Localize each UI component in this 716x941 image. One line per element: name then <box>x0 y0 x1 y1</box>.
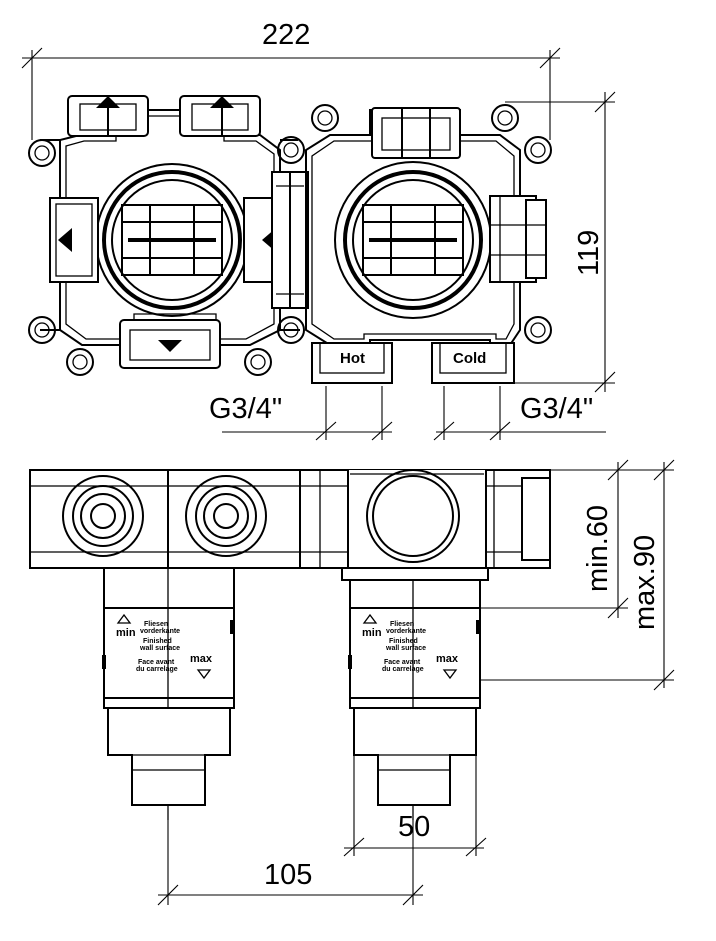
right-top-outlet <box>371 107 461 159</box>
right-mounting-lugs <box>311 104 552 344</box>
depth-max-label: max.90 <box>629 535 661 630</box>
left-sleeve: min Fliesen vorderkante Finished wall su… <box>102 567 235 820</box>
left-sleeve-line3: Finished <box>143 638 172 645</box>
right-sleeve-line1: Fliesen <box>390 621 414 628</box>
body-width-label: 50 <box>398 811 430 843</box>
front-view: min Fliesen vorderkante Finished wall su… <box>29 459 675 906</box>
dimension-thread-hot: G3/4" <box>209 386 393 441</box>
dimension-overall-width: 222 <box>21 19 561 140</box>
left-stem <box>107 707 231 806</box>
overall-width-label: 222 <box>262 19 310 51</box>
hot-label: Hot <box>340 350 365 367</box>
left-sleeve-line6: du carrelage <box>136 666 178 673</box>
dimension-height: 119 <box>505 91 616 393</box>
left-top-outlets <box>67 95 261 137</box>
right-cartridge <box>334 161 492 319</box>
right-sleeve-line6: du carrelage <box>382 666 424 673</box>
left-mounting-lugs <box>28 136 305 376</box>
right-sleeve-line2: vorderkante <box>386 628 426 635</box>
depth-min-label: min.60 <box>582 505 614 592</box>
thread-left-label: G3/4" <box>209 393 282 425</box>
front-port-left-b <box>185 475 267 557</box>
left-min-label: min <box>116 627 136 639</box>
top-view: Hot Cold 222 119 <box>21 19 616 441</box>
right-front-housing <box>341 469 489 581</box>
cold-label: Cold <box>453 350 486 367</box>
left-max-label: max <box>190 653 213 665</box>
right-sleeve-line3: Finished <box>389 638 418 645</box>
left-cartridge <box>95 163 249 317</box>
height-label: 119 <box>573 230 605 276</box>
left-sleeve-line1: Fliesen <box>144 621 168 628</box>
hot-inlet-port: Hot <box>311 342 393 384</box>
dimension-depth-max: max.90 <box>480 459 675 691</box>
dimension-thread-cold: G3/4" <box>433 386 606 441</box>
dimension-body-width: 50 <box>343 710 487 857</box>
left-sleeve-line5: Face avant <box>138 659 175 666</box>
right-sleeve-line4: wall surface <box>385 645 426 652</box>
dimension-axis-distance: 105 <box>157 820 424 906</box>
right-sleeve-line5: Face avant <box>384 659 421 666</box>
left-sleeve-line4: wall surface <box>139 645 180 652</box>
right-stem <box>353 707 477 806</box>
dimension-depth-min: min.60 <box>480 459 629 619</box>
connection-bracket <box>271 171 309 309</box>
left-bottom-outlet <box>119 319 221 369</box>
thread-right-label: G3/4" <box>520 393 593 425</box>
right-sleeve: min Fliesen vorderkante Finished wall su… <box>348 579 481 820</box>
right-min-label: min <box>362 627 382 639</box>
left-sleeve-line2: vorderkante <box>140 628 180 635</box>
right-side-port <box>489 195 547 283</box>
front-port-left-a <box>62 475 144 557</box>
right-max-label: max <box>436 653 459 665</box>
cold-inlet-port: Cold <box>431 342 515 384</box>
axis-distance-label: 105 <box>264 859 312 891</box>
